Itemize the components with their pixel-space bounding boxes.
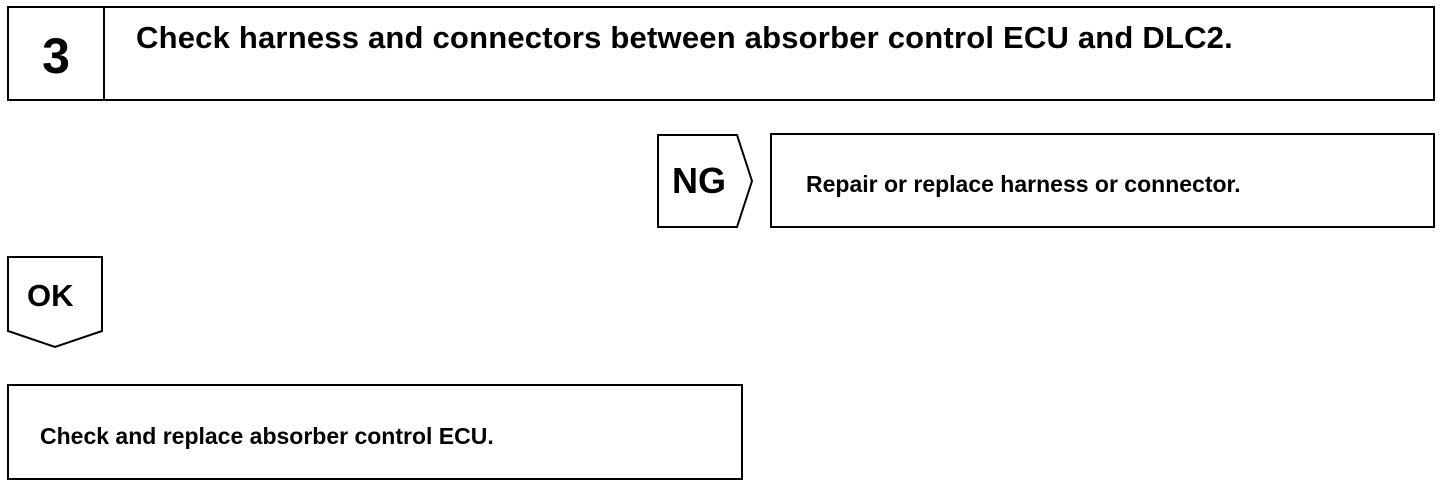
ng-tag: NG (657, 134, 754, 228)
step-header: 3 Check harness and connectors between a… (7, 6, 1435, 101)
ng-result-box: Repair or replace harness or connector. (770, 133, 1435, 228)
ng-result-text: Repair or replace harness or connector. (806, 171, 1241, 197)
step-number: 3 (42, 27, 70, 84)
ok-tag-arrow-shape (7, 256, 103, 349)
ok-result-box: Check and replace absorber control ECU. (7, 384, 743, 480)
ok-result-text: Check and replace absorber control ECU. (40, 423, 494, 449)
step-title: Check harness and connectors between abs… (136, 20, 1233, 55)
ok-tag: OK (7, 256, 103, 349)
ok-label: OK (27, 278, 74, 313)
step-number-cell: 3 (9, 8, 105, 99)
ng-tag-arrow-shape (657, 134, 754, 228)
ng-label: NG (672, 160, 726, 201)
